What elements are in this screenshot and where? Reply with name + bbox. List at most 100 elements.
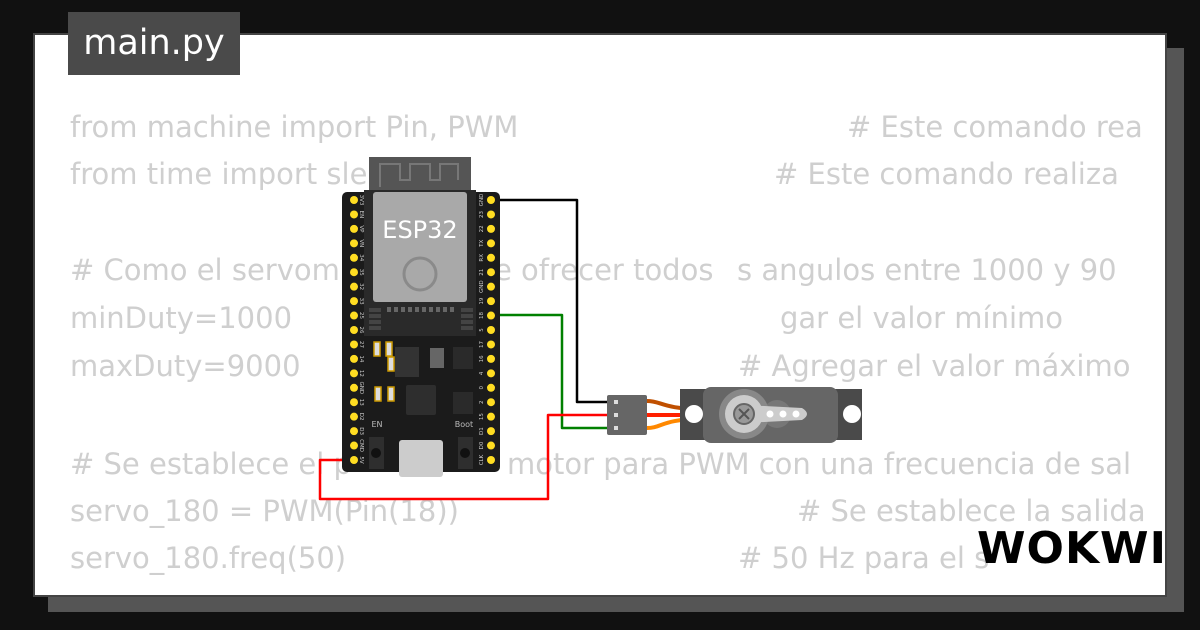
pin-label: 0	[479, 386, 485, 390]
module-pad	[415, 307, 419, 312]
regulator-tab	[430, 348, 444, 368]
pin-label: GND	[479, 280, 485, 293]
pin-label: CMD	[358, 439, 364, 452]
pin-header	[487, 412, 495, 421]
pin-header	[487, 311, 495, 320]
pin-label: GND	[358, 381, 364, 394]
smd-component	[387, 356, 395, 372]
pin-header	[350, 311, 358, 320]
smd-component	[374, 386, 382, 402]
module-pad	[461, 314, 473, 318]
code-line-6-left: # Se establece el p	[70, 447, 352, 481]
pin-header	[487, 398, 495, 407]
module-pad	[450, 307, 454, 312]
pin-label: GND	[479, 194, 485, 207]
code-line-8-left: servo_180.freq(50)	[70, 541, 347, 575]
module-pad	[369, 320, 381, 324]
pin-header	[350, 253, 358, 262]
boot-button-knob	[460, 448, 470, 458]
pin-label: RX	[479, 254, 485, 262]
pin-header	[350, 210, 358, 219]
connector-pin	[614, 413, 618, 417]
wire-signal	[491, 313, 614, 430]
code-line-3-left: # Como el servom	[70, 253, 340, 287]
pin-label: 25	[358, 312, 364, 319]
pin-header	[350, 297, 358, 306]
pin-header	[350, 326, 358, 334]
module-pad	[461, 308, 473, 312]
pin-label: 21	[479, 269, 485, 276]
en-button-knob	[371, 448, 381, 458]
pin-header	[487, 210, 495, 219]
code-line-6-right: motor para PWM con una frecuencia de sal	[507, 447, 1132, 481]
horn-hole	[779, 410, 787, 418]
pin-label: 15	[479, 413, 485, 420]
pin-label: D1	[479, 427, 485, 435]
mount-hole	[843, 405, 861, 423]
code-line-1-right: # Este comando rea	[847, 110, 1143, 144]
file-tab[interactable]: main.py	[68, 12, 240, 75]
pin-label: 26	[358, 327, 364, 334]
boot-label: Boot	[455, 420, 473, 429]
pin-header	[350, 268, 358, 277]
code-line-7-right: # Se establece la salida	[797, 494, 1146, 528]
pin-header	[487, 282, 495, 291]
horn-hole	[766, 410, 774, 418]
screw-cross	[738, 408, 750, 420]
smd-component	[385, 341, 393, 357]
pin-header	[350, 412, 358, 421]
pin-header	[487, 196, 495, 204]
pin-header	[487, 441, 495, 450]
pin-header	[350, 369, 358, 378]
module-pad	[436, 307, 440, 312]
module-pad	[401, 307, 405, 312]
en-label: EN	[371, 420, 382, 429]
code-line-4-right: gar el valor mínimo	[780, 301, 1064, 335]
pin-label: 27	[358, 341, 364, 348]
code-line-3-mid: e ofrecer todos	[494, 253, 714, 287]
pin-label: 5V	[358, 456, 364, 463]
antenna-trace	[379, 163, 459, 187]
code-line-1-left: from machine import Pin, PWM	[70, 110, 519, 144]
pin-header	[487, 354, 495, 363]
smd-component	[373, 341, 381, 357]
usb-port	[399, 440, 443, 477]
pin-header	[487, 383, 495, 392]
mount-hole	[685, 405, 703, 423]
pin-label: 14	[358, 355, 364, 362]
pin-label: 19	[479, 297, 485, 304]
wire-gnd	[491, 198, 614, 404]
pin-label: 17	[479, 340, 485, 347]
module-pad	[422, 307, 426, 312]
connector-pin	[614, 400, 618, 404]
module-pad	[369, 326, 381, 330]
preview-card: from machine import Pin, PWM # Este coman…	[33, 33, 1167, 597]
pin-label: 12	[358, 370, 364, 377]
pin-header	[487, 340, 495, 349]
pin-label: D0	[479, 441, 485, 449]
pin-header	[487, 297, 495, 306]
pin-label: 34	[358, 254, 364, 261]
transistor	[453, 392, 473, 414]
pin-label: D2	[358, 413, 364, 421]
pin-header	[350, 441, 358, 450]
pin-header	[350, 383, 358, 392]
connector-pin	[614, 426, 618, 430]
smd-component	[387, 386, 395, 402]
horn-hole	[792, 410, 800, 418]
pin-header	[487, 268, 495, 277]
module-pad	[394, 307, 398, 312]
usb-chip	[406, 385, 436, 415]
pin-header	[487, 326, 495, 334]
pin-label: EN	[358, 211, 364, 219]
wire-power	[318, 413, 614, 501]
code-line-5-right: # Agregar el valor máximo	[738, 349, 1131, 383]
pin-header	[350, 398, 358, 407]
pin-label: 23	[479, 210, 485, 217]
module-pad	[461, 326, 473, 330]
module-pad	[387, 307, 391, 312]
pin-label: 32	[358, 283, 364, 290]
code-line-3-right: s angulos entre 1000 y 90	[737, 253, 1117, 287]
wokwi-logo: WOKWI	[977, 523, 1167, 574]
